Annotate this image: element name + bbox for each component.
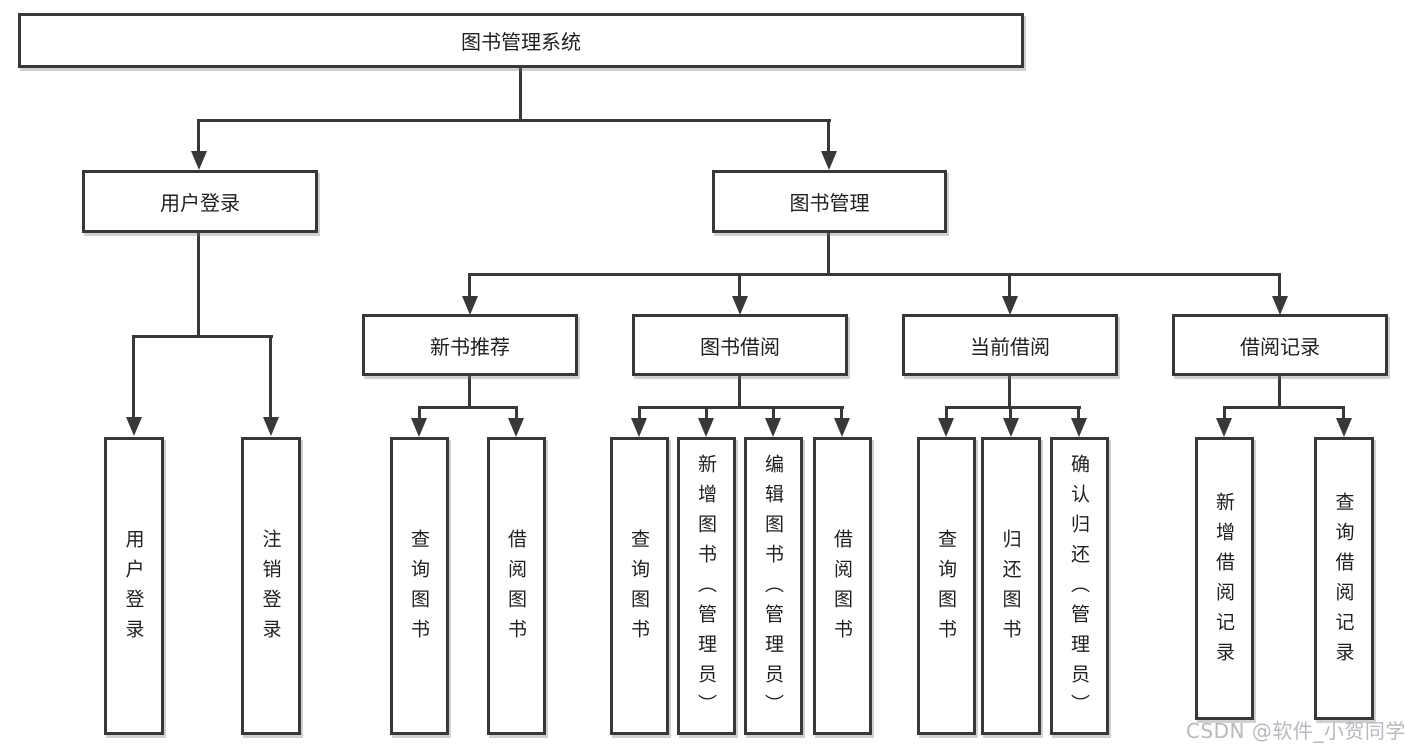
arrowhead-login-leaf-icon (126, 417, 142, 436)
node-book-borrow: 图书借阅 (632, 314, 848, 376)
arrowhead-leaf-icon (1071, 418, 1087, 437)
leaf-return-book: 归还图书 (981, 437, 1041, 735)
leaf-query-book: 查询图书 (917, 437, 976, 735)
connector-to-book-borrow (738, 273, 741, 301)
watermark: CSDN @软件_小贺同学 (1186, 719, 1405, 743)
leaf-logout: 注销登录 (241, 437, 301, 735)
connector-records-bus (1223, 406, 1345, 409)
connector-currentborrow-stub (1008, 376, 1011, 408)
connector-leaf (1009, 406, 1012, 421)
arrowhead-leaf-icon (1336, 418, 1352, 437)
arrowhead-logout-leaf-icon (263, 417, 279, 436)
connector-currentborrow-bus (945, 406, 1081, 409)
connector-leaf (638, 406, 641, 421)
arrowhead-new-book-icon (462, 296, 478, 315)
arrowhead-leaf-icon (631, 418, 647, 437)
arrowhead-current-borrow-icon (1002, 296, 1018, 315)
connector-bookborrow-stub (738, 376, 741, 408)
connector-to-new-book (468, 273, 471, 301)
arrowhead-leaf-icon (508, 418, 524, 437)
connector-leaf (840, 406, 843, 421)
connector-leaf (1223, 406, 1226, 421)
arrowhead-book-management-icon (821, 151, 837, 170)
connector-leaf (515, 406, 518, 421)
connector-level2-bus (197, 119, 831, 122)
connector-leaf (772, 406, 775, 421)
leaf-query-book: 查询图书 (390, 437, 449, 735)
arrowhead-user-login-icon (191, 151, 207, 170)
connector-leaf (1342, 406, 1345, 421)
connector-to-current-borrow (1008, 273, 1011, 301)
node-borrow-records: 借阅记录 (1172, 314, 1388, 376)
connector-to-borrow-records (1278, 273, 1281, 301)
leaf-query-book: 查询图书 (610, 437, 669, 735)
connector-login-stub (197, 233, 200, 337)
arrowhead-leaf-icon (938, 418, 954, 437)
leaf-add-borrow-record: 新增借阅记录 (1195, 437, 1254, 720)
arrowhead-book-borrow-icon (732, 296, 748, 315)
connector-records-stub (1278, 376, 1281, 408)
leaf-add-book-admin: 新增图书（管理员） (677, 437, 736, 735)
connector-to-book-management (827, 119, 830, 155)
arrowhead-leaf-icon (834, 418, 850, 437)
arrowhead-leaf-icon (411, 418, 427, 437)
connector-newbook-bus (418, 406, 518, 409)
connector-leaf (1077, 406, 1080, 421)
leaf-user-login: 用户登录 (104, 437, 164, 735)
connector-leaf (945, 406, 948, 421)
node-current-borrow: 当前借阅 (902, 314, 1118, 376)
node-library-system: 图书管理系统 (18, 13, 1024, 68)
arrowhead-leaf-icon (1003, 418, 1019, 437)
connector-leaf (705, 406, 708, 421)
connector-mgmt-bus (469, 273, 1281, 276)
connector-to-user-login (197, 119, 200, 155)
leaf-edit-book-admin: 编辑图书（管理员） (744, 437, 803, 735)
connector-newbook-stub (468, 376, 471, 408)
leaf-confirm-return-admin: 确认归还（管理员） (1050, 437, 1109, 735)
arrowhead-leaf-icon (1216, 418, 1232, 437)
node-new-book-recommend: 新书推荐 (362, 314, 578, 376)
leaf-query-borrow-record: 查询借阅记录 (1314, 437, 1374, 720)
arrowhead-leaf-icon (765, 418, 781, 437)
arrowhead-leaf-icon (698, 418, 714, 437)
arrowhead-borrow-records-icon (1272, 296, 1288, 315)
connector-bookborrow-bus (638, 406, 844, 409)
connector-root-trunk (519, 68, 522, 121)
connector-to-logout-leaf (269, 335, 272, 419)
node-book-management: 图书管理 (712, 170, 947, 233)
connector-leaf (418, 406, 421, 421)
connector-to-login-leaf (132, 335, 135, 419)
connector-login-bus (133, 335, 273, 338)
leaf-borrow-book: 借阅图书 (487, 437, 546, 735)
connector-mgmt-stub (827, 233, 830, 275)
node-user-login: 用户登录 (82, 170, 318, 233)
leaf-borrow-book: 借阅图书 (813, 437, 872, 735)
